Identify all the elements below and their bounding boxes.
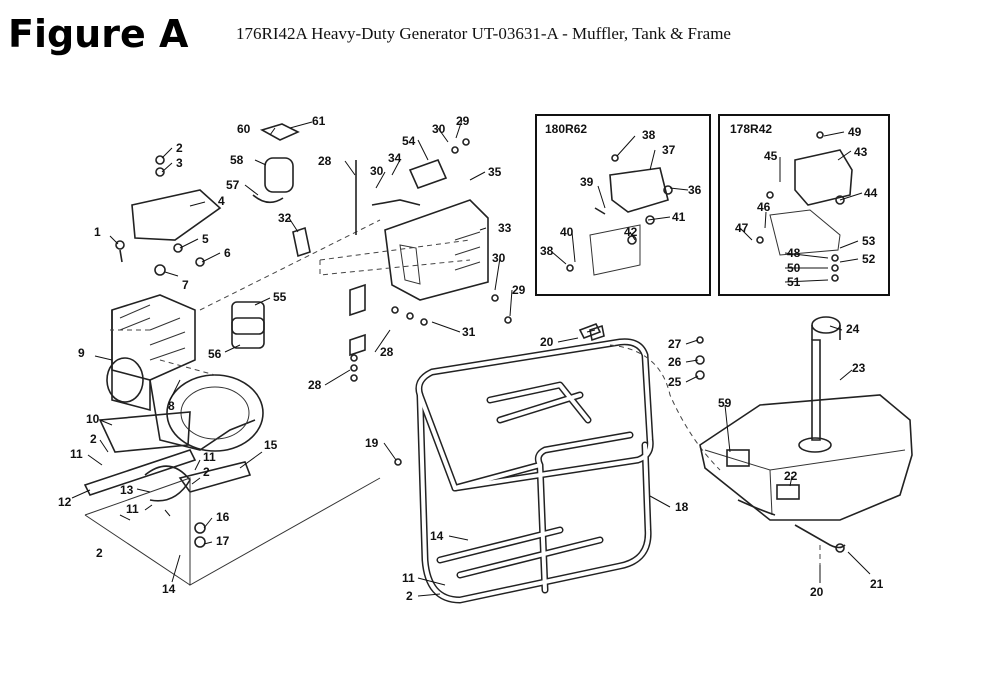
callout-label: 45 (764, 149, 778, 163)
callout-label: 12 (58, 495, 72, 509)
engine-assembly (83, 155, 381, 586)
callout-label: 4 (218, 194, 225, 208)
callout-label: 5 (202, 232, 209, 246)
inset-178R42: 178R42 (718, 114, 890, 296)
callout-label: 40 (560, 225, 574, 239)
callout-label: 54 (402, 134, 416, 148)
callout-label: 30 (432, 122, 446, 136)
callout-label: 56 (208, 347, 222, 361)
callout-label: 14 (430, 529, 444, 543)
callout-label: 30 (492, 251, 506, 265)
callout-label: 28 (318, 154, 332, 168)
inset-model-label: 178R42 (730, 122, 772, 136)
callout-label: 28 (380, 345, 394, 359)
callout-label: 36 (688, 183, 702, 197)
callout-label: 8 (168, 399, 175, 413)
callout-label: 48 (787, 246, 801, 260)
callout-label: 20 (810, 585, 824, 599)
callout-label: 22 (784, 469, 798, 483)
callout-label: 18 (675, 500, 689, 514)
callout-label: 57 (226, 178, 240, 192)
callout-label: 34 (388, 151, 402, 165)
callout-label: 29 (512, 283, 526, 297)
callout-label: 46 (757, 200, 771, 214)
callout-label: 35 (488, 165, 502, 179)
callout-labels-178R42: 49 43 45 44 46 47 48 50 51 53 52 (735, 125, 878, 289)
callout-label: 52 (862, 252, 876, 266)
callout-label: 23 (852, 361, 866, 375)
callout-label: 29 (456, 114, 470, 128)
callout-label: 59 (718, 396, 732, 410)
callout-label: 17 (216, 534, 230, 548)
fuel-tank (578, 316, 913, 575)
callout-label: 15 (264, 438, 278, 452)
callout-label: 16 (216, 510, 230, 524)
callout-label: 51 (787, 275, 801, 289)
callout-labels-main: 1 2 3 4 5 6 7 8 9 10 11 2 12 13 11 11 2 … (58, 114, 884, 603)
inset-180R62: 180R62 (535, 114, 711, 296)
callout-label: 1 (94, 225, 101, 239)
callout-label: 25 (668, 375, 682, 389)
callout-label: 2 (406, 589, 413, 603)
callout-label: 11 (70, 447, 83, 461)
callout-label: 44 (864, 186, 878, 200)
figure-title: Figure A (8, 12, 189, 56)
callout-label: 20 (540, 335, 554, 349)
callout-label: 19 (365, 436, 379, 450)
callout-label: 2 (96, 546, 103, 560)
callout-label: 38 (642, 128, 656, 142)
callout-label: 3 (176, 156, 183, 170)
callout-label: 33 (498, 221, 512, 235)
callout-label: 11 (402, 571, 415, 585)
callout-label: 11 (203, 450, 216, 464)
callout-label: 58 (230, 153, 244, 167)
callout-label: 32 (278, 211, 292, 225)
callout-label: 2 (176, 141, 183, 155)
callout-label: 27 (668, 337, 682, 351)
callout-label: 50 (787, 261, 801, 275)
callout-label: 42 (624, 225, 638, 239)
callout-label: 49 (848, 125, 862, 139)
callout-labels-180R62: 38 37 39 36 41 42 40 38 (540, 128, 702, 258)
callout-label: 14 (162, 582, 176, 596)
callout-label: 31 (462, 325, 476, 339)
callout-label: 13 (120, 483, 134, 497)
callout-label: 24 (846, 322, 860, 336)
diagram-caption: 176RI42A Heavy-Duty Generator UT-03631-A… (236, 24, 731, 43)
leader-lines (71, 119, 871, 597)
callout-label: 10 (86, 412, 100, 426)
callout-label: 38 (540, 244, 554, 258)
callout-label: 2 (203, 465, 210, 479)
callout-label: 41 (672, 210, 686, 224)
callout-label: 21 (870, 577, 884, 591)
callout-label: 60 (237, 122, 251, 136)
callout-label: 9 (78, 346, 85, 360)
callout-label: 26 (668, 355, 682, 369)
callout-label: 43 (854, 145, 868, 159)
callout-label: 7 (182, 278, 189, 292)
callout-label: 11 (126, 502, 139, 516)
inset-model-label: 180R62 (545, 122, 587, 136)
callout-label: 39 (580, 175, 594, 189)
callout-label: 2 (90, 432, 97, 446)
callout-label: 47 (735, 221, 749, 235)
callout-label: 6 (224, 246, 231, 260)
muffler-assembly (231, 123, 512, 382)
callout-label: 61 (312, 114, 326, 128)
callout-label: 37 (662, 143, 676, 157)
callout-label: 53 (862, 234, 876, 248)
callout-label: 55 (273, 290, 287, 304)
callout-label: 28 (308, 378, 322, 392)
callout-label: 30 (370, 164, 384, 178)
generator-frame (394, 324, 721, 604)
